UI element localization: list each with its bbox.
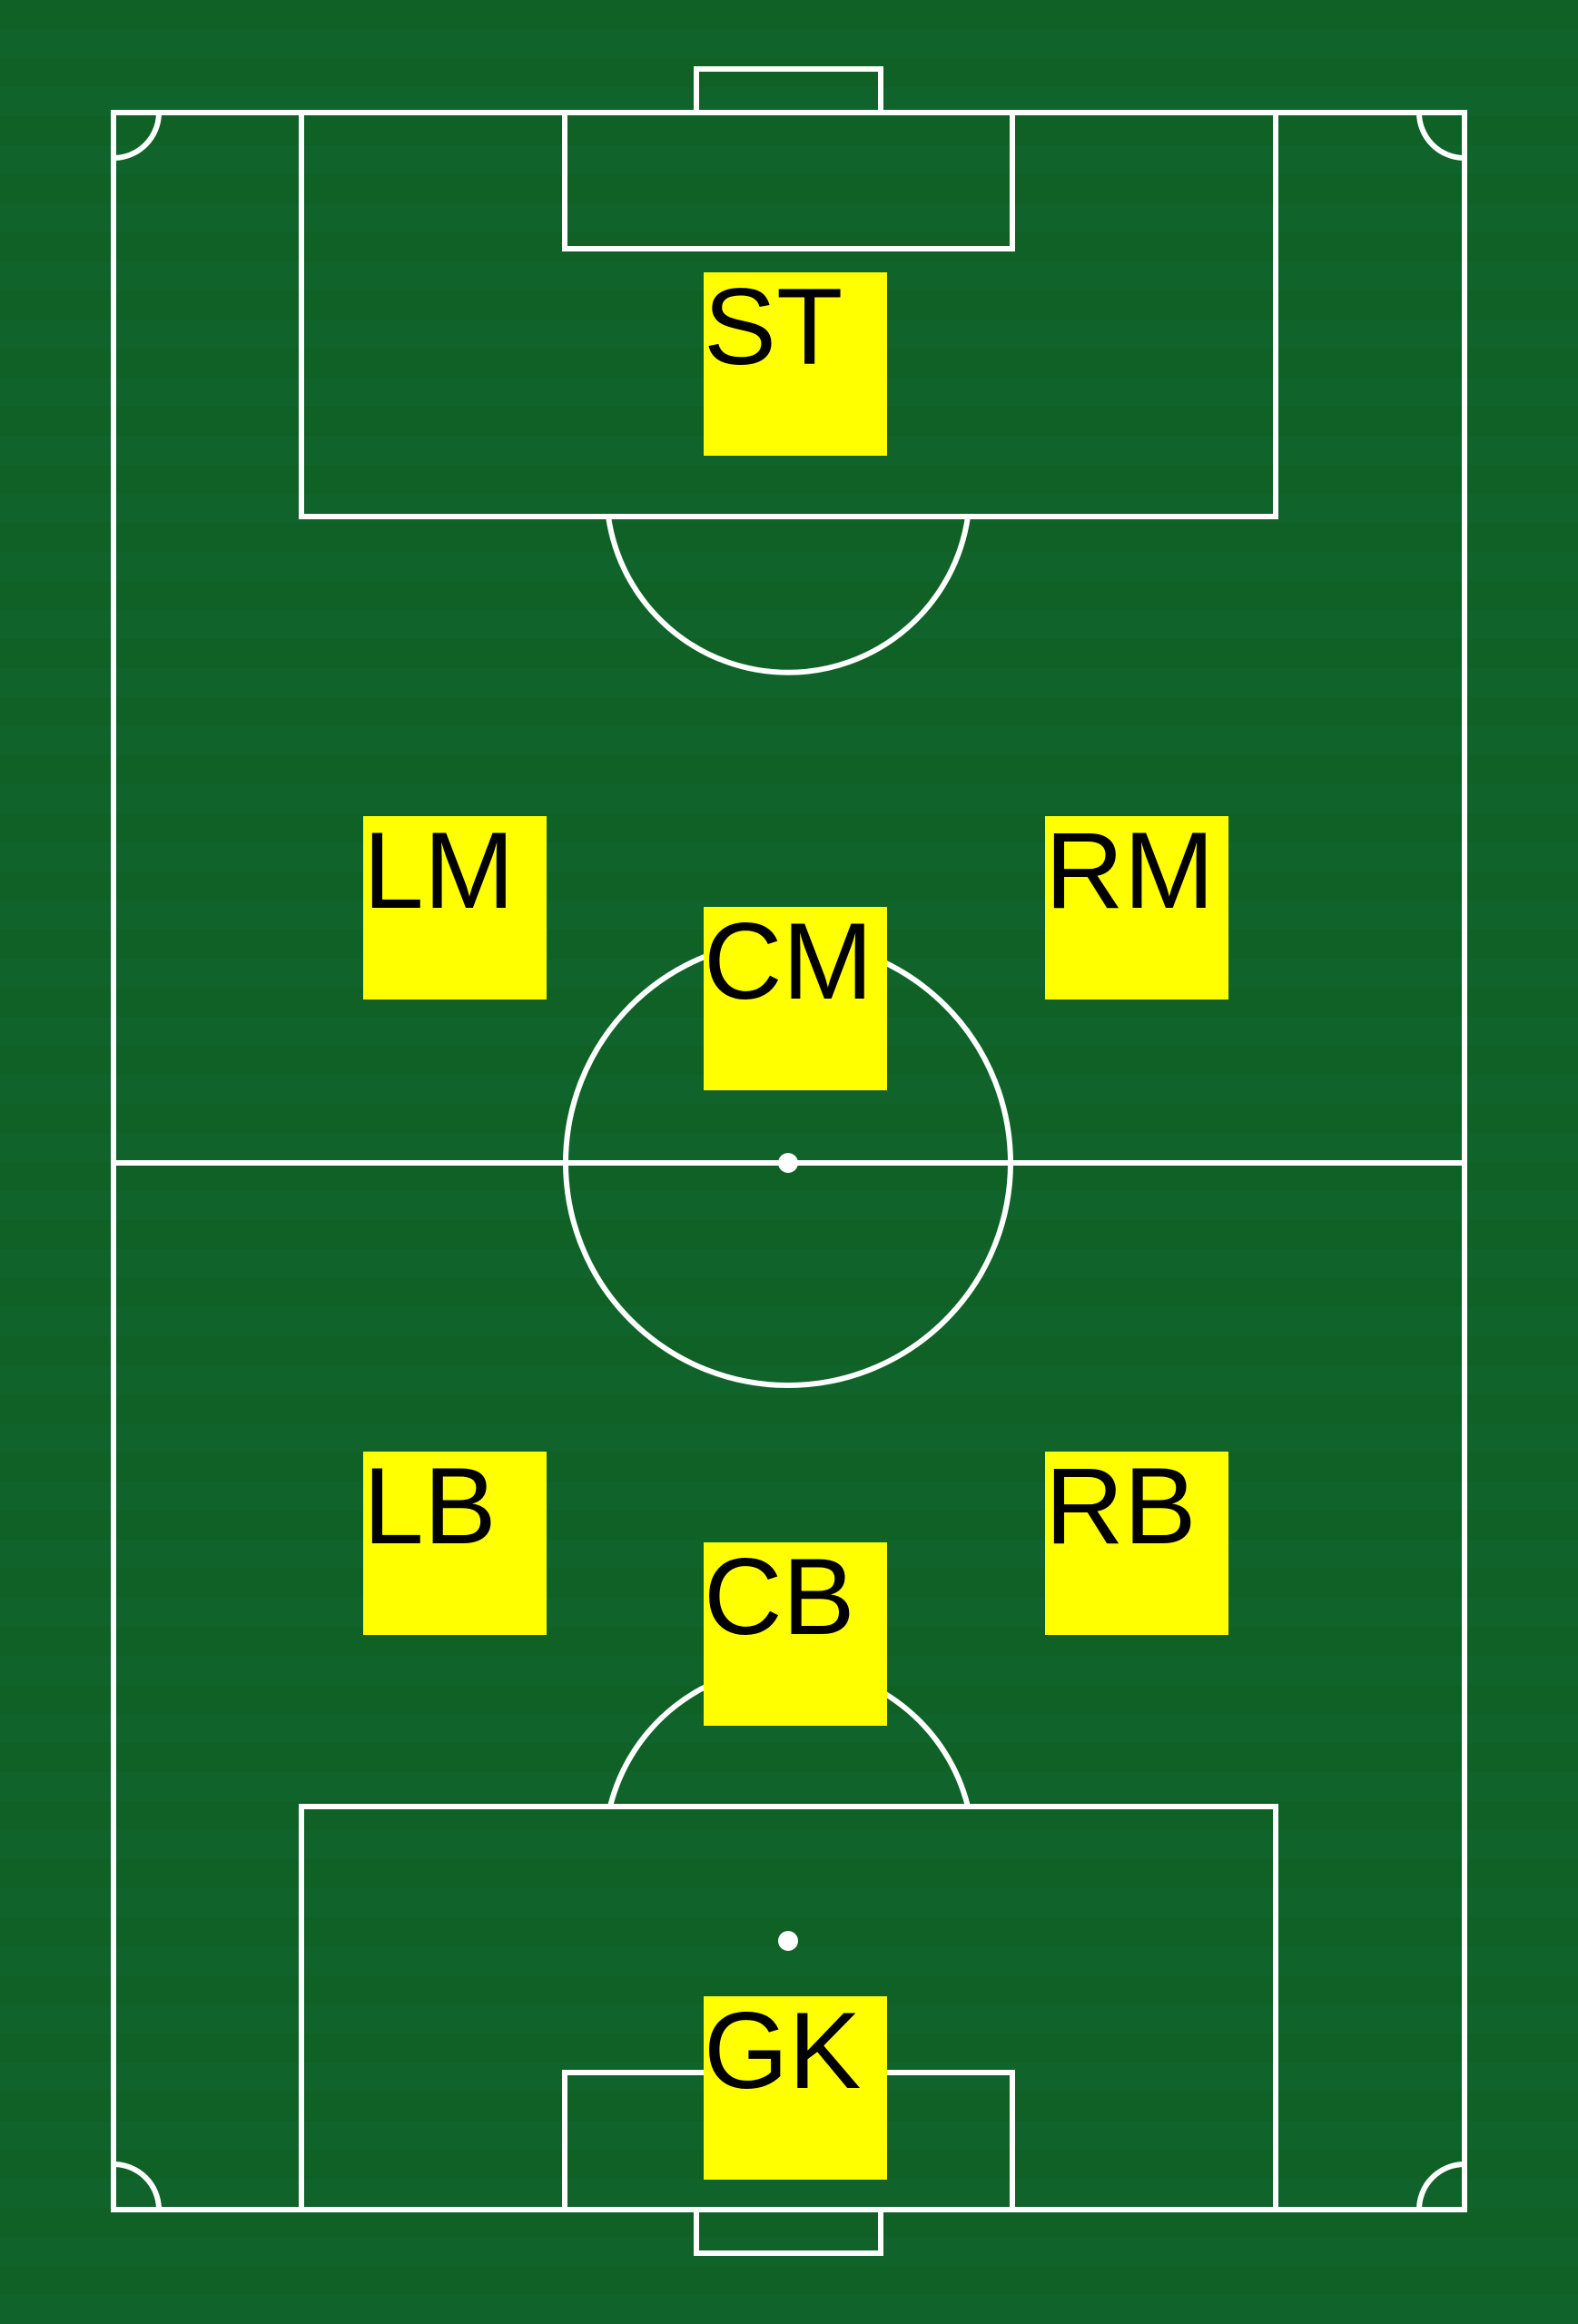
player-lb[interactable]: LB (363, 1452, 547, 1635)
corner-arc-bottom-left (113, 2162, 162, 2211)
player-label: CB (704, 1536, 855, 1658)
corner-arc-top-left (113, 112, 162, 161)
player-label: RM (1045, 810, 1215, 931)
player-label: ST (704, 266, 843, 388)
player-lm[interactable]: LM (363, 816, 547, 1000)
player-label: CM (704, 901, 873, 1022)
player-cb[interactable]: CB (704, 1542, 887, 1726)
player-label: GK (704, 1990, 862, 2112)
player-st[interactable]: ST (704, 272, 887, 456)
player-gk[interactable]: GK (704, 1996, 887, 2180)
bottom-penalty-spot (778, 1931, 798, 1951)
top-penalty-arc (606, 516, 971, 675)
corner-arc-bottom-right (1416, 2162, 1465, 2211)
corner-arc-top-right (1416, 112, 1465, 161)
player-label: LM (363, 810, 515, 931)
player-rm[interactable]: RM (1045, 816, 1228, 1000)
player-label: RB (1045, 1445, 1197, 1567)
player-cm[interactable]: CM (704, 907, 887, 1090)
top-goal-area (562, 110, 1015, 251)
player-rb[interactable]: RB (1045, 1452, 1228, 1635)
center-spot (778, 1153, 798, 1173)
top-goal (694, 66, 883, 115)
player-label: LB (363, 1445, 497, 1567)
bottom-goal (694, 2207, 883, 2256)
